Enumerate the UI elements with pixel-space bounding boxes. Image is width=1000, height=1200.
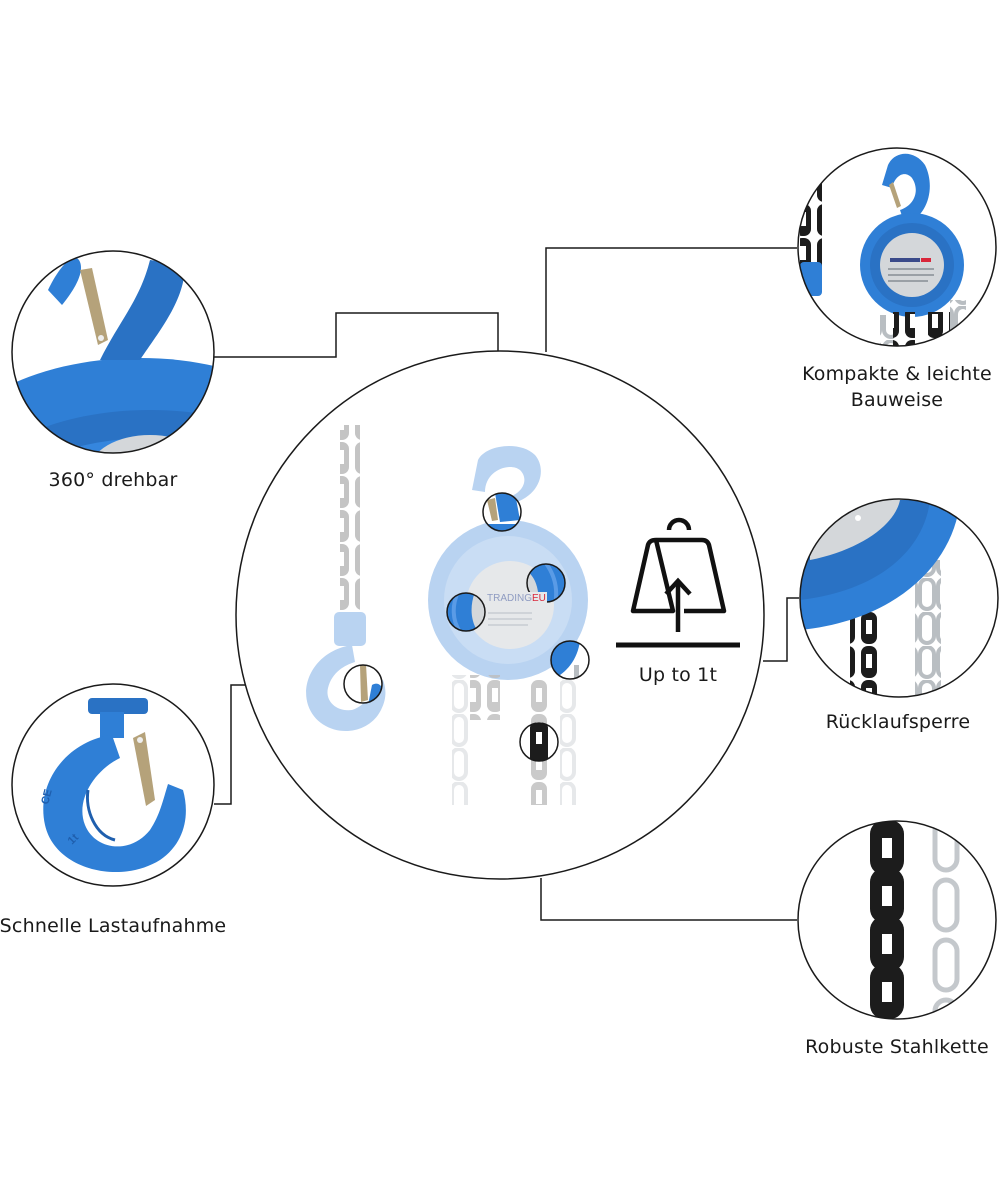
capacity-label: Up to 1t <box>638 664 718 686</box>
connector-chain <box>540 878 797 921</box>
weight-lift-icon <box>616 517 740 648</box>
feature-compact-label-line1: Kompakte & leichte <box>802 363 992 385</box>
feature-compact-circle <box>797 147 997 347</box>
feature-compact-label: Kompakte & leichte Bauweise <box>792 361 1000 413</box>
hook-mark-ce: CE <box>39 788 55 806</box>
callout-brake <box>550 640 590 680</box>
callout-chain <box>519 722 559 762</box>
brand-plate-accent: EU <box>532 593 546 604</box>
brand-plate-main: TRADING <box>487 593 532 604</box>
feature-brake-photo <box>800 500 960 697</box>
feature-compact-label-line2: Bauweise <box>850 389 944 411</box>
callout-housing-left <box>446 592 486 632</box>
feature-chain-label: Robuste Stahlkette <box>805 1036 989 1058</box>
feature-hook-photo: CE 1t <box>39 698 186 873</box>
connector-compact <box>545 247 797 352</box>
feature-brake-circle <box>799 498 999 698</box>
feature-chain-circle <box>797 820 997 1020</box>
feature-swivel-photo <box>12 257 214 453</box>
connector-hook <box>214 684 246 805</box>
central-brand-plate: TRADINGEU <box>486 592 547 606</box>
feature-brake-label: Rücklaufsperre <box>825 711 971 733</box>
feature-chain-photo <box>870 821 960 1019</box>
callout-hook <box>343 664 383 704</box>
feature-hook-circle <box>11 683 215 887</box>
connector-swivel <box>214 312 499 358</box>
feature-swivel-circle <box>11 250 215 454</box>
central-circle-outline <box>235 350 765 880</box>
feature-swivel-label: 360° drehbar <box>48 469 178 491</box>
callout-swivel <box>482 492 522 532</box>
feature-compact-photo <box>800 150 966 346</box>
connector-brake <box>763 597 799 662</box>
feature-hook-label: Schnelle Lastaufnahme <box>0 915 227 937</box>
